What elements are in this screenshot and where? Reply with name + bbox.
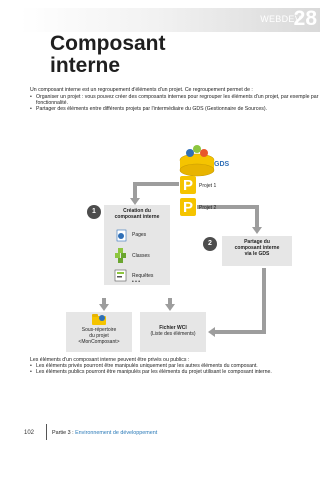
folder-icon [92,314,106,325]
footer-part-title: Environnement de développement [75,430,158,436]
creation-title: Création du composant interne [104,208,170,220]
intro-paragraph: Un composant interne est un regroupement… [30,87,253,93]
svg-text:P: P [183,177,193,194]
projet-2-label: Projet 2 [199,205,217,211]
more-items: • • • [132,279,141,285]
page-title-line1: Composant [50,32,166,55]
item-queries: Requêtes [132,273,154,279]
page-title: Composant interne [50,33,250,77]
step-1-number: 1 [92,208,96,215]
projet-1-label: Projet 1 [199,183,217,189]
wci-line1: Fichier WCI [159,325,187,331]
project-1-icon: P [180,176,196,194]
creation-title-line2: composant interne [114,214,160,220]
project-2-icon: P [180,198,196,216]
subdir-line3: <MonComposant> [78,339,120,345]
arrow-sharing-to-wci [214,268,266,334]
subdir-line1: Sous-répertoire [81,327,117,333]
outro-section: Les éléments d'un composant interne peuv… [30,357,320,376]
outro-bullet: Les éléments privés pourront être manipu… [30,363,320,369]
sharing-title-line3: via le GDS [244,251,270,257]
sharing-title-line2: composant interne [234,245,280,251]
gds-label: GDS [214,161,230,168]
header-bar [20,8,320,32]
queries-icon [114,269,127,282]
classes-icon [115,248,126,263]
page-title-line2: interne [50,54,121,77]
creation-title-line1: Création du [123,208,151,214]
intro-bullet: Partager des éléments entre différents p… [30,106,320,112]
intro-bullet: Organiser un projet : vous pouvez créer … [30,94,320,106]
brand-label: WEBDEV [260,14,301,24]
page-number: 102 [24,430,35,436]
intro-list: Organiser un projet : vous pouvez créer … [30,94,320,113]
subdir-label: Sous-répertoire du projet <MonComposant> [66,327,132,345]
subdir-line2: du projet [89,333,109,339]
footer-divider [46,424,47,440]
wci-line2: (Liste des éléments) [150,331,196,337]
footer-part: Partie 3 : Environnement de développemen… [52,430,157,436]
outro-paragraph: Les éléments d'un composant interne peuv… [30,357,190,363]
sharing-title: Partage du composant interne via le GDS [222,239,292,257]
outro-bullet: Les éléments publics pourront être manip… [30,369,320,375]
sharing-title-line1: Partage du [244,239,270,245]
step-2-number: 2 [208,240,212,247]
outro-list: Les éléments privés pourront être manipu… [30,363,320,376]
version-number: 28 [293,7,317,30]
footer-part-prefix: Partie 3 : [52,430,76,436]
svg-text:P: P [183,199,193,216]
gds-icon [179,145,215,177]
pages-icon [116,229,127,242]
intro-section: Un composant interne est un regroupement… [30,87,320,113]
item-classes: Classes [132,253,150,259]
item-pages: Pages [132,232,147,238]
wci-label: Fichier WCI (Liste des éléments) [140,325,206,337]
arrow-projet1-to-creation [133,182,179,200]
